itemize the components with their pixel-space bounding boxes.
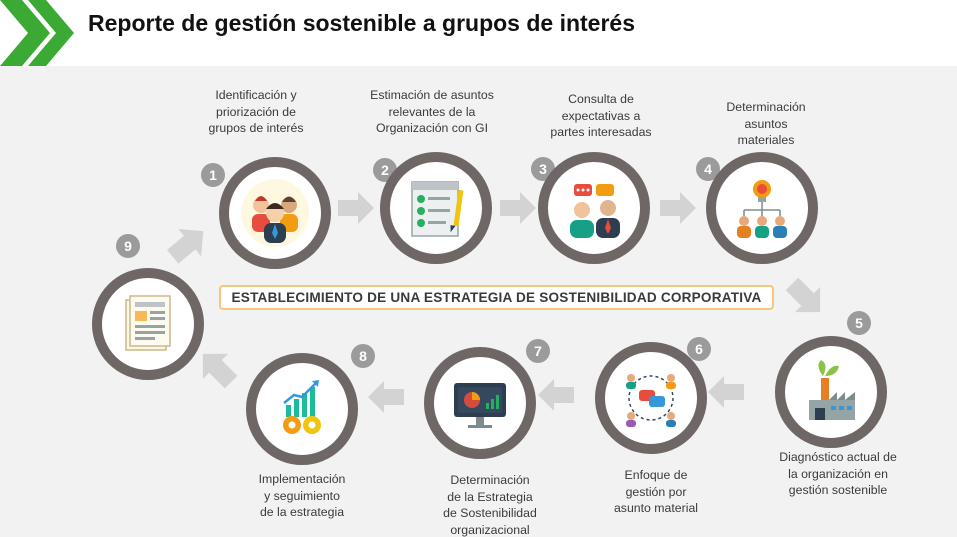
consultation-icon [570, 184, 620, 238]
step-8-circle [246, 353, 358, 465]
step-9-circle [92, 268, 204, 380]
arrow-up-left-icon [202, 353, 238, 389]
arrow-down-icon [785, 277, 821, 313]
arrow-left-icon [368, 381, 404, 413]
page-title: Reporte de gestión sostenible a grupos d… [88, 10, 636, 36]
green-factory-icon [809, 360, 855, 420]
network-discussion-icon [626, 374, 676, 427]
step-6-circle [595, 342, 707, 454]
header-bar: Reporte de gestión sostenible a grupos d… [0, 0, 957, 66]
step-5-number: 5 [847, 311, 871, 335]
step-8-number: 8 [351, 344, 375, 368]
step-4-circle [706, 152, 818, 264]
arrow-left-icon [538, 379, 574, 411]
arrow-right-icon [660, 192, 696, 224]
step-5-circle [775, 336, 887, 448]
step-2-circle [380, 152, 492, 264]
step-7-number: 7 [526, 339, 550, 363]
chevron-logo-icon [0, 0, 74, 66]
step-7-circle [424, 347, 536, 459]
people-group-icon [241, 179, 309, 247]
arrow-right-icon [338, 192, 374, 224]
arrow-up-right-icon [166, 228, 204, 264]
idea-hierarchy-icon [737, 180, 787, 238]
step-9-number: 9 [116, 234, 140, 258]
monitor-dashboard-icon [454, 383, 506, 428]
center-strategy-label: ESTABLECIMIENTO DE UNA ESTRATEGIA DE SOS… [219, 285, 774, 310]
checklist-icon [411, 181, 464, 237]
report-document-icon [125, 295, 171, 351]
step-1-number: 1 [201, 163, 225, 187]
arrow-right-icon [500, 192, 536, 224]
step-1-circle [219, 157, 331, 269]
arrow-left-icon [708, 376, 744, 408]
step-6-number: 6 [687, 337, 711, 361]
gears-growth-icon [283, 380, 321, 434]
step-3-circle [538, 152, 650, 264]
